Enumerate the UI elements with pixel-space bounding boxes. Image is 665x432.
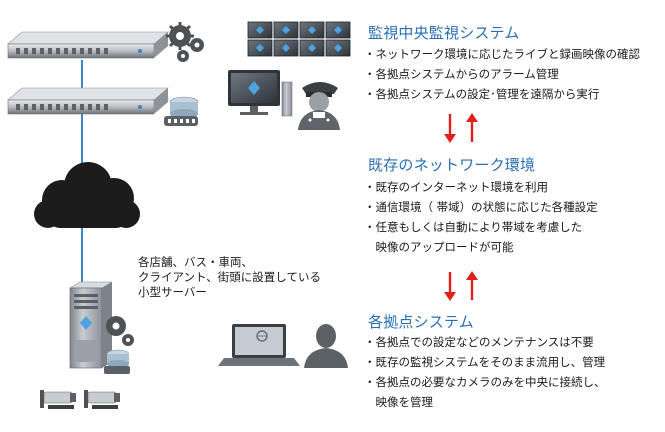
- rack-server-icon: [7, 31, 169, 59]
- video-wall-icon: [247, 21, 351, 57]
- gear-icon: [106, 316, 134, 346]
- section-bullets-central: ・ネットワーク環境に応じたライブと録画映像の確認 ・各拠点システムからのアラーム…: [364, 44, 640, 104]
- gear-icon: [166, 22, 204, 62]
- rack-server-icon: [7, 87, 169, 115]
- security-camera-icon: [40, 390, 76, 409]
- monitor-icon: [228, 70, 293, 117]
- up-down-arrows-icon: [444, 113, 478, 143]
- network-diagram: [7, 21, 351, 409]
- section-title-central: 監視中央監視システム: [368, 24, 520, 42]
- cloud-icon: [34, 162, 140, 228]
- section-title-network: 既存のネットワーク環境: [368, 156, 536, 174]
- security-guard-icon: [298, 82, 340, 130]
- section-title-site: 各拠点システム: [368, 313, 474, 331]
- laptop-icon: [218, 324, 300, 366]
- bullet-item: ・各拠点での設定などのメンテナンスは不要: [364, 335, 594, 349]
- storage-icon: [104, 349, 130, 374]
- section-bullets-network: ・既存のインターネット環境を利用 ・通信環境（ 帯域）の状態に応じた各種設定 ・…: [364, 177, 598, 257]
- bullet-item: ・ネットワーク環境に応じたライブと録画映像の確認: [364, 47, 640, 61]
- user-silhouette-icon: [304, 324, 348, 368]
- bullet-item: ・各拠点の必要なカメラのみを中央に接続し、: [364, 375, 606, 389]
- bullet-item: ・各拠点システムからのアラーム管理: [364, 67, 559, 81]
- site-server-caption: 各店舗、バス・車両、 クライアント、街頭に設置している 小型サーバー: [138, 255, 321, 300]
- security-camera-icon: [84, 390, 120, 409]
- bullet-item: 映像のアップロードが可能: [364, 240, 514, 254]
- bullet-item: ・通信環境（ 帯域）の状態に応じた各種設定: [364, 200, 598, 214]
- up-down-arrows-icon: [444, 271, 478, 301]
- bullet-item: ・既存の監視システムをそのまま流用し、管理: [364, 355, 606, 369]
- bullet-item: 映像を管理: [364, 395, 433, 409]
- bullet-item: ・各拠点システムの設定･管理を遠隔から実行: [364, 87, 600, 101]
- tower-server-icon: [69, 281, 113, 369]
- storage-icon: [164, 96, 199, 126]
- caption-line: クライアント、街頭に設置している: [138, 270, 321, 284]
- section-bullets-site: ・各拠点での設定などのメンテナンスは不要 ・既存の監視システムをそのまま流用し、…: [364, 332, 606, 412]
- caption-line: 小型サーバー: [138, 285, 207, 299]
- caption-line: 各店舗、バス・車両、: [138, 255, 253, 269]
- bullet-item: ・任意もしくは自動により帯域を考慮した: [364, 220, 583, 234]
- bullet-item: ・既存のインターネット環境を利用: [364, 180, 548, 194]
